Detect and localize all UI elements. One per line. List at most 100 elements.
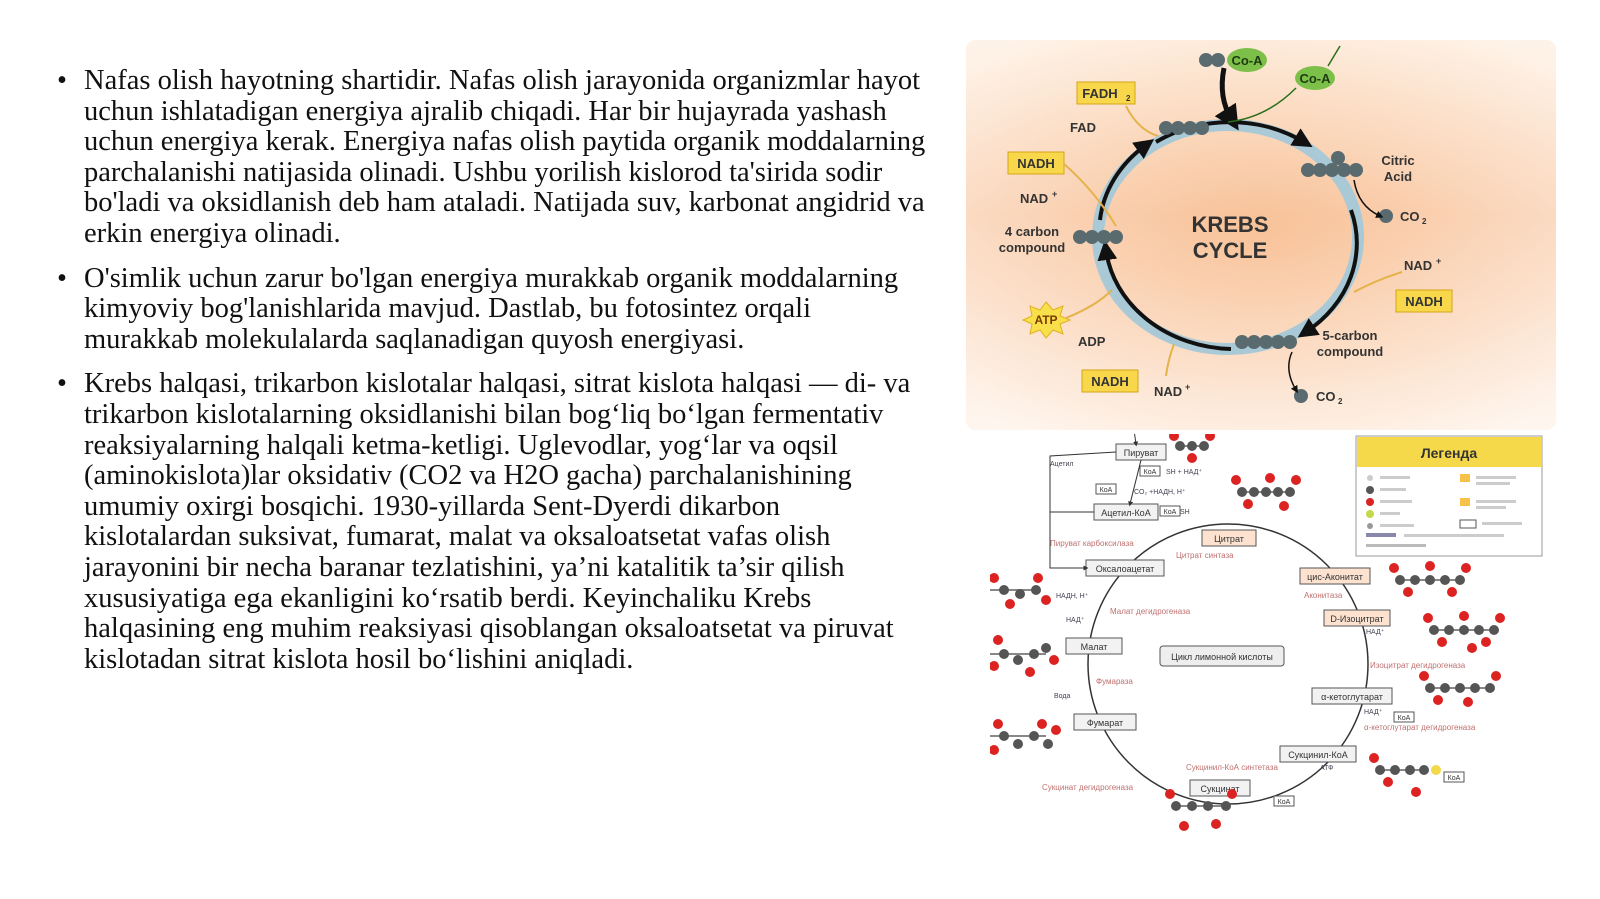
molecule-model-icon	[990, 719, 1061, 755]
molecule-model-icon	[1169, 434, 1215, 463]
bullet-dot-icon: •	[57, 65, 67, 96]
text-column: • Nafas olish hayotning shartidir. Nafas …	[52, 65, 932, 689]
cofactor-label: НАД⁺	[1366, 628, 1385, 636]
co-a-top-label: Co-A	[1231, 53, 1263, 68]
svg-text:compound: compound	[999, 240, 1065, 255]
molecule-model-icon	[1389, 561, 1471, 597]
cofactor-label: НАД⁺	[1066, 616, 1085, 624]
krebs-cycle-figure: Co-A Co-A FADH 2 FAD NADH NAD + 4 carbon…	[966, 40, 1556, 430]
node-isocitrate	[1323, 609, 1391, 627]
svg-text:КоА: КоА	[1100, 487, 1113, 494]
cofactor-label: АТФ	[1320, 765, 1334, 772]
cofactor-label: CO₂ +НАДН, H⁺	[1134, 488, 1186, 496]
fad-label: FAD	[1070, 120, 1096, 135]
svg-text:NADH: NADH	[1017, 156, 1055, 171]
nad-left-label: NAD	[1020, 191, 1048, 206]
molecule-chain	[1073, 53, 1393, 403]
citric-acid-label: Citric	[1381, 153, 1414, 168]
svg-text:Ацетил-КоА: Ацетил-КоА	[1101, 508, 1150, 518]
node-succinyl-coa	[1279, 745, 1357, 763]
svg-text:Цикл лимонной кислоты: Цикл лимонной кислоты	[1171, 652, 1273, 662]
enzyme-label: Изоцитрат дегидрогеназа	[1370, 661, 1466, 670]
svg-text:КоА: КоА	[1398, 715, 1411, 722]
fadh2-box	[1076, 81, 1136, 105]
svg-text:Сукцинил-КоА: Сукцинил-КоА	[1288, 750, 1348, 760]
cofactor-label: SH + НАД⁺	[1166, 468, 1202, 476]
svg-text:Фумарат: Фумарат	[1087, 718, 1123, 728]
co2-bottom-label: CO	[1316, 389, 1336, 404]
bullet-list: • Nafas olish hayotning shartidir. Nafas …	[52, 65, 932, 675]
bullet-text: O'simlik uchun zarur bo'lgan energiya mu…	[84, 262, 899, 355]
cofactor-label: SH	[1180, 509, 1190, 516]
krebs-title: KREBS	[1191, 212, 1268, 237]
svg-text:КоА: КоА	[1278, 799, 1291, 806]
nadh-bottom-box	[1081, 369, 1139, 393]
bullet-text: Nafas olish hayotning shartidir. Nafas o…	[84, 65, 926, 249]
co2-right-label: CO	[1400, 209, 1420, 224]
svg-text:+: +	[1052, 189, 1057, 199]
co-a-badge	[1227, 48, 1267, 72]
nad-bottom-label: NAD	[1154, 384, 1182, 399]
svg-text:цис-Аконитат: цис-Аконитат	[1307, 572, 1363, 582]
molecule-model-icon	[990, 635, 1059, 677]
entry-arrow	[1214, 67, 1239, 131]
svg-text:+: +	[1436, 256, 1441, 266]
svg-text:α-кетоглутарат: α-кетоглутарат	[1321, 692, 1383, 702]
enzyme-label: α-кетоглутарат дегидрогеназа	[1364, 723, 1476, 732]
svg-text:КоА: КоА	[1164, 509, 1177, 516]
node-cis-aconitate	[1299, 567, 1371, 585]
svg-text:КоА: КоА	[1144, 469, 1157, 476]
nad-right-label: NAD	[1404, 258, 1432, 273]
cycle-arrow	[1097, 240, 1232, 351]
cycle-title: CYCLE	[1193, 238, 1268, 263]
nadh-left-box	[1007, 151, 1065, 175]
five-carbon-label: 5-carbon	[1323, 328, 1378, 343]
node-malate	[1065, 637, 1123, 655]
bullet-item: •O'simlik uchun zarur bo'lgan energiya m…	[52, 262, 932, 356]
svg-text:2: 2	[1126, 94, 1131, 103]
cofactor-label: НАДН, H⁺	[1056, 592, 1089, 600]
enzyme-label: Малат дегидрогеназа	[1110, 607, 1191, 616]
bullet-item: • Nafas olish hayotning shartidir. Nafas …	[52, 65, 932, 250]
four-carbon-label: 4 carbon	[1005, 224, 1059, 239]
legend-swatches	[1366, 474, 1522, 547]
citric-acid-cycle-figure: Легенда Пируват Ацетил-КоА Цитрат ци	[990, 434, 1543, 831]
molecule-model-icon	[1419, 671, 1501, 707]
cycle-arrow	[1297, 209, 1359, 338]
legend-title: Легенда	[1421, 445, 1478, 461]
molecule-model-icon	[1231, 473, 1301, 511]
svg-text:Малат: Малат	[1081, 642, 1108, 652]
svg-text:Сукцинат: Сукцинат	[1200, 784, 1239, 794]
svg-text:D-Изоцитрат: D-Изоцитрат	[1330, 614, 1383, 624]
molecule-model-icon	[990, 573, 1051, 609]
svg-text:NADH: NADH	[1405, 294, 1443, 309]
cycle-arrow	[1098, 139, 1155, 221]
svg-text:Пируват: Пируват	[1124, 448, 1159, 458]
enzyme-label: Пируват карбоксилаза	[1050, 539, 1134, 548]
svg-text:FADH: FADH	[1082, 86, 1117, 101]
molecule-model-icon	[1165, 789, 1237, 831]
node-a-ketoglutarate	[1311, 687, 1393, 705]
legend-header	[1357, 437, 1541, 467]
svg-text:КоА: КоА	[1448, 775, 1461, 782]
bullet-text: Krebs halqasi, trikarbon kislotalar halq…	[84, 368, 911, 675]
node-citrate	[1201, 529, 1257, 547]
svg-text:Оксалоацетат: Оксалоацетат	[1096, 564, 1155, 574]
atp-label: ATP	[1034, 313, 1057, 327]
svg-text:compound: compound	[1317, 344, 1383, 359]
enzyme-label: Фумараза	[1096, 677, 1133, 686]
node-cycle-center	[1159, 645, 1285, 667]
adp-label: ADP	[1078, 334, 1106, 349]
nadh-right-box	[1395, 289, 1453, 313]
atp-star-icon	[1021, 301, 1072, 339]
bullet-item: •Krebs halqasi, trikarbon kislotalar hal…	[52, 369, 932, 675]
cofactor-label: Вода	[1054, 693, 1070, 700]
svg-text:2: 2	[1338, 397, 1343, 406]
co-a-badge	[1295, 66, 1335, 90]
node-fumarate	[1073, 713, 1137, 731]
svg-text:Acid: Acid	[1384, 169, 1412, 184]
svg-text:2: 2	[1422, 217, 1427, 226]
molecule-model-icon	[1423, 611, 1505, 653]
svg-text:NADH: NADH	[1091, 374, 1129, 389]
